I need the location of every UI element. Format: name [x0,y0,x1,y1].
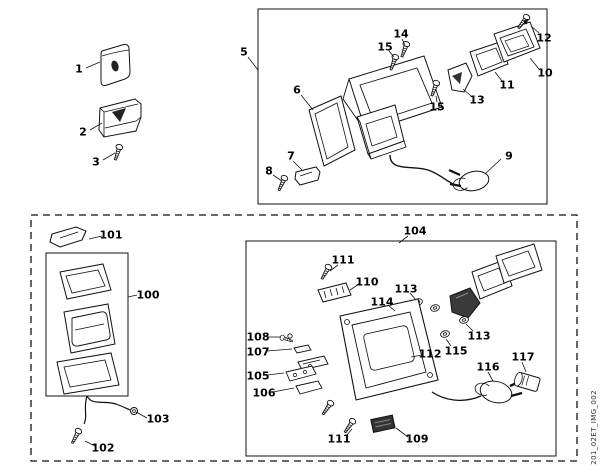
part-103-wire-drawing [83,395,138,425]
label-part-14: 14 [393,27,409,41]
part-101-drawing [49,226,87,248]
label-part-106: 106 [252,386,276,400]
label-part-7: 7 [287,149,295,163]
part-11-frame-drawing [469,41,509,77]
label-part-111b: 111 [327,432,351,446]
part-117-sleeve-drawing [514,372,541,392]
chain-nut-drawing [429,303,441,313]
part-115-nut-drawing [439,329,451,339]
label-part-12: 12 [536,31,552,45]
label-part-109: 109 [405,432,429,446]
bezel-frame-outer-drawing [495,243,543,284]
label-part-2: 2 [79,125,87,139]
part-3-drawing [111,143,124,162]
part-105-plate-drawing [285,365,317,382]
label-part-5: 5 [240,45,248,59]
label-part-113b: 113 [467,329,491,343]
label-part-101: 101 [99,228,123,242]
label-part-15a: 15 [377,40,393,54]
top-assembly-box [257,8,548,205]
part-12-screw-drawing [515,12,532,31]
label-part-8: 8 [265,164,273,178]
part-109-connector-drawing [370,414,396,433]
part-108-screw-drawing [278,333,294,345]
part-112-frame-drawing [339,298,439,401]
label-part-10: 10 [537,66,553,80]
lower-screw-drawing [319,398,336,417]
label-part-113a: 113 [394,282,418,296]
contact-strip-drawing [297,355,329,371]
part-116-plug-drawing [431,379,523,404]
label-part-6: 6 [293,83,301,97]
label-part-104: 104 [403,224,427,238]
part-102-screw-drawing [68,426,84,446]
label-part-15b: 15 [429,100,445,114]
label-part-112: 112 [418,347,442,361]
label-part-9: 9 [505,149,513,163]
part-5-housing-drawing [342,55,443,160]
label-part-102: 102 [91,441,115,455]
part-13-drawing [447,62,473,93]
label-part-117: 117 [511,350,535,364]
figure-id-watermark: 201_02ET_IMG_002 [590,390,598,465]
label-part-111a: 111 [331,253,355,267]
part-2-drawing [98,98,142,138]
part-110-grille-drawing [317,282,352,303]
direction-arrow [518,18,529,30]
label-part-115: 115 [444,344,468,358]
part-106-plate-drawing [295,380,323,395]
part-7-bracket-drawing [294,166,321,186]
part-10-frame-drawing [493,21,541,63]
leader-lines [84,25,540,447]
label-part-110: 110 [355,275,379,289]
part-8-screw-drawing [275,173,290,193]
label-part-3: 3 [92,155,100,169]
label-part-103: 103 [146,412,170,426]
part-9-cord-plug-drawing [389,154,490,192]
rubber-boot-drawing [449,287,481,319]
label-part-108: 108 [246,330,270,344]
label-part-11: 11 [499,78,515,92]
label-part-116: 116 [476,360,500,374]
part-1-drawing [100,43,131,86]
label-part-114: 114 [370,295,394,309]
label-part-13: 13 [469,93,485,107]
part-6-gasket-drawing [308,95,356,167]
label-part-1: 1 [75,62,83,76]
label-part-105: 105 [246,369,270,383]
part-100-stack-drawing [56,263,120,395]
label-part-107: 107 [246,345,270,359]
label-part-100: 100 [136,288,160,302]
part-107-bracket-drawing [293,344,312,354]
